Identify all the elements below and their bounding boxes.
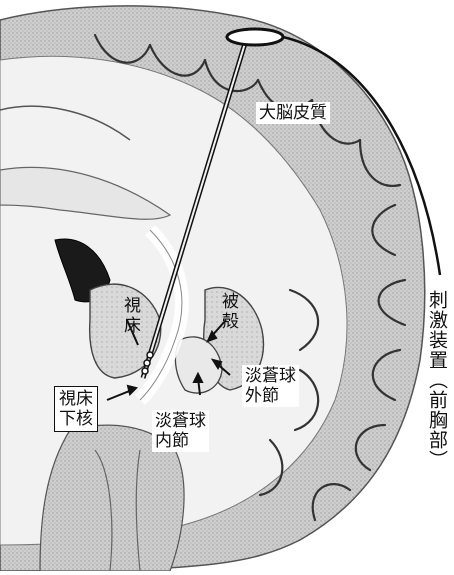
burr-hole-cap: [227, 29, 283, 45]
label-stimulator-location: （前胸部）: [426, 370, 448, 470]
label-globus-pallidus-internus: 淡蒼球 内節: [152, 410, 209, 452]
label-cerebral-cortex: 大脳皮質: [256, 102, 330, 124]
label-putamen-line1: 被: [222, 292, 239, 312]
label-thalamus-line1: 視: [124, 296, 141, 316]
label-stimulator: 刺激装置（前胸部）: [426, 290, 448, 470]
label-thalamus: 視 床: [124, 296, 141, 336]
label-globus-pallidus-externus: 淡蒼球 外節: [242, 365, 299, 407]
label-gpe-line2: 外節: [245, 386, 296, 406]
label-putamen-line2: 殻: [222, 312, 239, 332]
label-stn-line1: 視床: [59, 389, 93, 409]
label-putamen: 被 殻: [222, 292, 239, 332]
label-stimulator-main: 刺激装置: [426, 290, 448, 370]
label-gpi-line1: 淡蒼球: [155, 411, 206, 431]
label-stn-line2: 下核: [59, 409, 93, 429]
label-subthalamic-nucleus: 視床 下核: [54, 386, 98, 432]
label-thalamus-line2: 床: [124, 316, 141, 336]
label-gpi-line2: 内節: [155, 431, 206, 451]
label-gpe-line1: 淡蒼球: [245, 366, 296, 386]
